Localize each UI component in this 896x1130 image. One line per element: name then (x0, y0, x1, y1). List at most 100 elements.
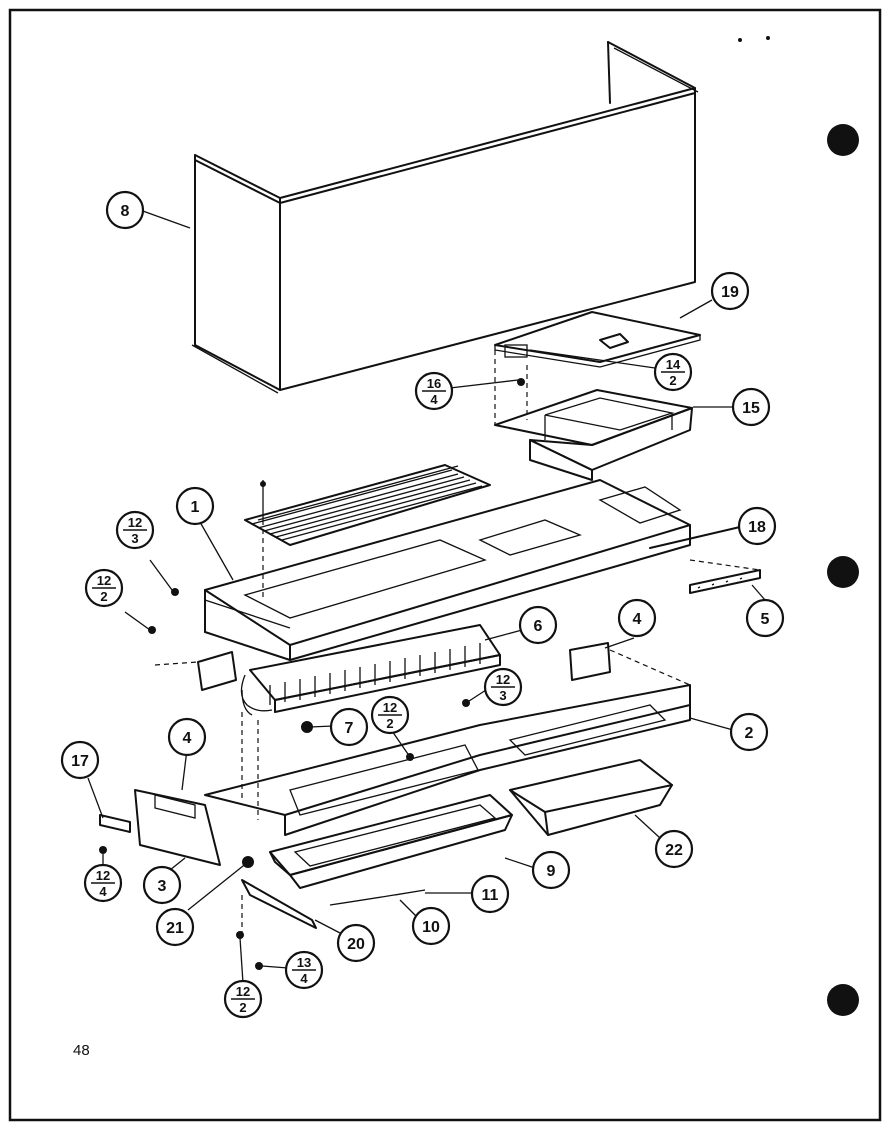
callout-c14: 142 (653, 352, 693, 392)
callout-label: 6 (534, 618, 543, 635)
part-coil (240, 624, 501, 820)
callout-top-number: 13 (297, 955, 311, 970)
callout-c1: 1 (175, 486, 215, 526)
callout-label: 4 (633, 611, 642, 628)
callout-label: 15 (742, 400, 760, 417)
callout-c5: 5 (745, 598, 785, 638)
callout-circle (175, 486, 215, 526)
callout-c10: 10 (411, 906, 451, 946)
callout-c13: 134 (284, 950, 324, 990)
callout-c4a: 4 (617, 598, 657, 638)
callout-circle (329, 707, 369, 747)
callout-top-number: 12 (97, 573, 111, 588)
callout-c4b: 4 (167, 717, 207, 757)
part-main-housing (204, 479, 691, 661)
callout-bottom-number: 3 (131, 531, 138, 546)
callout-bottom-number: 2 (669, 373, 676, 388)
part-lid-plate (494, 311, 701, 425)
part-small-bracket (99, 814, 131, 833)
callout-label: 17 (71, 753, 89, 770)
callout-bottom-number: 4 (430, 392, 438, 407)
callout-label: 8 (121, 203, 130, 220)
callout-label: 3 (158, 878, 167, 895)
part-base-pan (204, 649, 691, 836)
callout-c21: 21 (155, 907, 195, 947)
callout-bottom-number: 4 (300, 971, 308, 986)
part-rod (649, 526, 741, 549)
part-lower-bracket (241, 879, 426, 935)
callout-top-number: 16 (427, 376, 441, 391)
callout-bottom-number: 3 (499, 688, 506, 703)
part-end-plate-left (154, 651, 237, 691)
callout-c15: 15 (731, 387, 771, 427)
callout-c19: 19 (710, 271, 750, 311)
callout-label: 9 (547, 863, 556, 880)
leader-lines (87, 209, 766, 984)
callout-top-number: 12 (383, 700, 397, 715)
callout-c6: 6 (518, 605, 558, 645)
screw-icons (99, 378, 525, 970)
callout-label: 22 (665, 842, 683, 859)
callout-circle (336, 923, 376, 963)
callout-circle (737, 506, 777, 546)
callout-c7: 7 (329, 707, 369, 747)
callout-c18: 18 (737, 506, 777, 546)
callout-label: 18 (748, 519, 766, 536)
part-mounting-strip (689, 559, 761, 594)
callout-label: 4 (183, 730, 192, 747)
callout-circle (155, 907, 195, 947)
page-border (8, 8, 882, 1122)
callout-c12b: 122 (84, 568, 124, 608)
callout-label: 10 (422, 919, 440, 936)
callout-bottom-number: 2 (239, 1000, 246, 1015)
callout-top-number: 14 (666, 357, 681, 372)
speck (738, 38, 742, 42)
callout-circle (745, 598, 785, 638)
callout-circle (60, 740, 100, 780)
callout-circle (617, 598, 657, 638)
callout-circle (470, 874, 510, 914)
callout-circle (411, 906, 451, 946)
callout-c12e: 124 (83, 863, 123, 903)
speck (766, 36, 770, 40)
callout-c12c: 123 (483, 667, 523, 707)
callout-c16: 164 (414, 371, 454, 411)
part-drip-tray (509, 759, 673, 836)
callout-label: 19 (721, 284, 739, 301)
callout-label: 2 (745, 725, 754, 742)
callout-c22: 22 (654, 829, 694, 869)
callout-circle (518, 605, 558, 645)
callout-c17: 17 (60, 740, 100, 780)
callout-c20: 20 (336, 923, 376, 963)
callout-label: 11 (482, 887, 499, 904)
callout-c3: 3 (142, 865, 182, 905)
callout-c12d: 122 (370, 695, 410, 735)
callout-bottom-number: 2 (100, 589, 107, 604)
callout-bottom-number: 4 (99, 884, 107, 899)
part-tray (494, 389, 693, 481)
page-number: 48 (73, 1042, 90, 1059)
callout-circle (654, 829, 694, 869)
callout-top-number: 12 (128, 515, 142, 530)
callout-circle (531, 850, 571, 890)
part-end-panel (134, 789, 221, 866)
binder-hole-bottom (827, 984, 859, 1016)
callout-c9: 9 (531, 850, 571, 890)
part-cover-cabinet (191, 41, 699, 394)
callout-c2: 2 (729, 712, 769, 752)
callout-circle (142, 865, 182, 905)
callout-c11: 11 (470, 874, 510, 914)
callout-circle (167, 717, 207, 757)
callout-circle (105, 190, 145, 230)
callout-circle (731, 387, 771, 427)
callout-c8: 8 (105, 190, 145, 230)
callout-c12a: 123 (115, 510, 155, 550)
callout-label: 7 (345, 720, 354, 737)
callout-bottom-number: 2 (386, 716, 393, 731)
part-drain-pan (269, 794, 513, 889)
callout-label: 20 (347, 936, 365, 953)
callout-c12f: 122 (223, 979, 263, 1019)
